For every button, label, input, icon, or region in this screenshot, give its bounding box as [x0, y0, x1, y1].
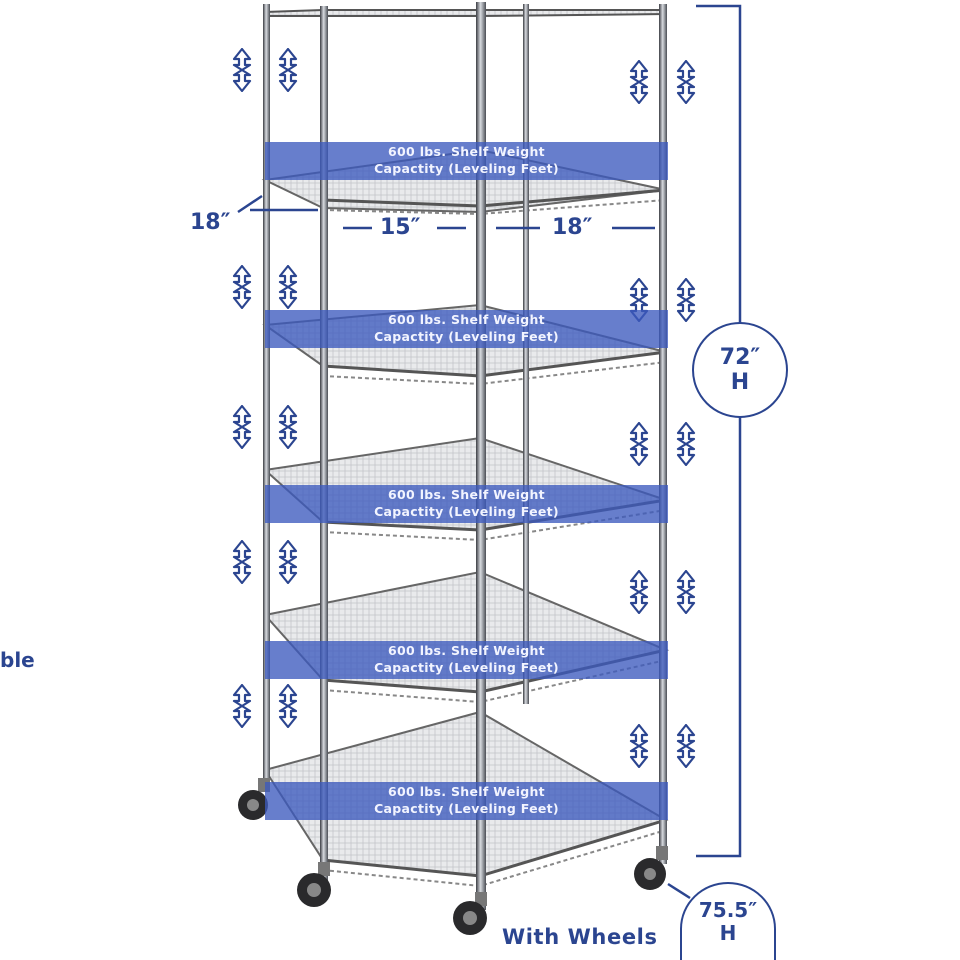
banner-line-1: 600 lbs. Shelf Weight	[388, 784, 545, 799]
banner-line-2: Capactity (Leveling Feet)	[374, 660, 559, 675]
dimension-lines	[237, 4, 742, 900]
height-circle: 72″ H	[692, 322, 788, 418]
depth-left-label: 18″	[190, 210, 231, 235]
banner-line-2: Capactity (Leveling Feet)	[374, 161, 559, 176]
wheel-right	[634, 846, 668, 890]
caster-wheels	[238, 778, 668, 935]
updown-arrow-icon	[629, 570, 649, 614]
updown-arrow-icon	[278, 48, 298, 92]
updown-arrow-icon	[278, 265, 298, 309]
banner-line-1: 600 lbs. Shelf Weight	[388, 487, 545, 502]
wheels-leader	[667, 882, 691, 900]
wheels-height-circle: 75.5″ H	[680, 882, 776, 960]
updown-arrow-icon	[232, 48, 252, 92]
wheels-height-unit: H	[719, 921, 737, 945]
updown-arrow-icon	[232, 684, 252, 728]
updown-arrow-icon	[278, 540, 298, 584]
width-right-label: 18″	[552, 215, 593, 240]
updown-arrow-icon	[676, 422, 696, 466]
wheel-front-left	[297, 862, 331, 907]
weight-capacity-banner: 600 lbs. Shelf Weight Capactity (Levelin…	[265, 485, 668, 523]
weight-capacity-banner: 600 lbs. Shelf Weight Capactity (Levelin…	[265, 641, 668, 679]
post-front	[476, 2, 486, 910]
weight-capacity-banner: 600 lbs. Shelf Weight Capactity (Levelin…	[265, 782, 668, 820]
updown-arrow-icon	[232, 540, 252, 584]
updown-arrow-icon	[278, 405, 298, 449]
post-left	[263, 4, 270, 784]
height-value: 72″	[719, 344, 761, 370]
updown-arrow-icon	[278, 684, 298, 728]
updown-arrow-icon	[676, 278, 696, 322]
weight-capacity-banner: 600 lbs. Shelf Weight Capactity (Levelin…	[265, 310, 668, 348]
updown-arrow-icon	[676, 570, 696, 614]
wheel-left-back	[238, 778, 270, 820]
side-partial-text: ble	[0, 648, 35, 672]
banner-line-1: 600 lbs. Shelf Weight	[388, 643, 545, 658]
depth-leader	[237, 194, 318, 214]
width-front-label: 15″	[380, 215, 421, 240]
banner-line-2: Capactity (Leveling Feet)	[374, 329, 559, 344]
weight-capacity-banner: 600 lbs. Shelf Weight Capactity (Levelin…	[265, 142, 668, 180]
updown-arrow-icon	[232, 405, 252, 449]
updown-arrow-icon	[232, 265, 252, 309]
post-right	[659, 4, 667, 864]
height-bracket	[696, 4, 742, 858]
updown-arrow-icon	[629, 60, 649, 104]
with-wheels-label: With Wheels	[502, 925, 658, 949]
height-unit: H	[730, 370, 750, 395]
banner-line-2: Capactity (Leveling Feet)	[374, 504, 559, 519]
updown-arrow-icon	[629, 724, 649, 768]
post-front-left	[320, 6, 328, 886]
updown-arrow-icon	[629, 422, 649, 466]
banner-line-1: 600 lbs. Shelf Weight	[388, 144, 545, 159]
banner-line-2: Capactity (Leveling Feet)	[374, 801, 559, 816]
updown-arrow-icon	[676, 724, 696, 768]
wheels-height-value: 75.5″	[698, 898, 758, 922]
updown-arrow-icon	[676, 60, 696, 104]
banner-line-1: 600 lbs. Shelf Weight	[388, 312, 545, 327]
shelf-posts	[263, 2, 667, 910]
post-back	[523, 4, 529, 704]
wheel-front	[453, 892, 487, 935]
